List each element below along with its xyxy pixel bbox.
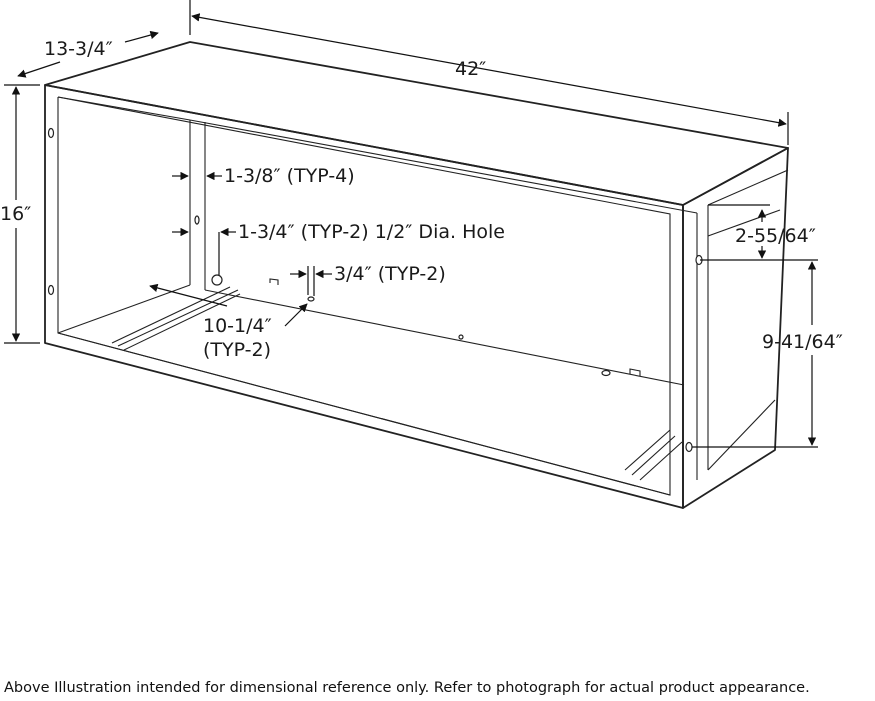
- sleeve-outline: [44, 41, 789, 509]
- half-inch-hole: [211, 274, 223, 286]
- depth-label: 13-3/4″: [44, 38, 113, 60]
- rear-right-slot: [601, 369, 611, 377]
- hole-offset-label: 1-3/4″ (TYP-2) 1/2″ Dia. Hole: [238, 221, 505, 243]
- wall-sleeve-diagram: 13-3/4″ 42″ 16″ 1-3/8″ (TYP-4) 1-3/4″ (T…: [0, 0, 843, 509]
- floor-slot: [307, 296, 315, 302]
- dimension-lines: [4, 0, 818, 448]
- side-hole-top-label: 2-55/64″: [735, 225, 816, 247]
- side-hole-spacing-label: 9-41/64″: [762, 331, 843, 353]
- left-flange-hole-bottom: [47, 284, 55, 296]
- rail-spacing-label-1: 10-1/4″: [203, 315, 272, 337]
- flange-label: 1-3/8″ (TYP-4): [224, 165, 355, 187]
- left-flange-hole-top: [47, 127, 55, 139]
- floor-pin-hole: [458, 334, 464, 340]
- disclaimer-caption: Above Illustration intended for dimensio…: [4, 680, 810, 696]
- mounting-holes: [47, 127, 703, 453]
- slot-label: 3/4″ (TYP-2): [334, 263, 446, 285]
- right-side-hole-bottom: [685, 441, 693, 453]
- rail-spacing-label-2: (TYP-2): [203, 339, 271, 361]
- height-label: 16″: [0, 203, 31, 225]
- floor-rails: [111, 286, 683, 481]
- width-label: 42″: [455, 58, 486, 80]
- rear-wall-slot: [194, 215, 200, 225]
